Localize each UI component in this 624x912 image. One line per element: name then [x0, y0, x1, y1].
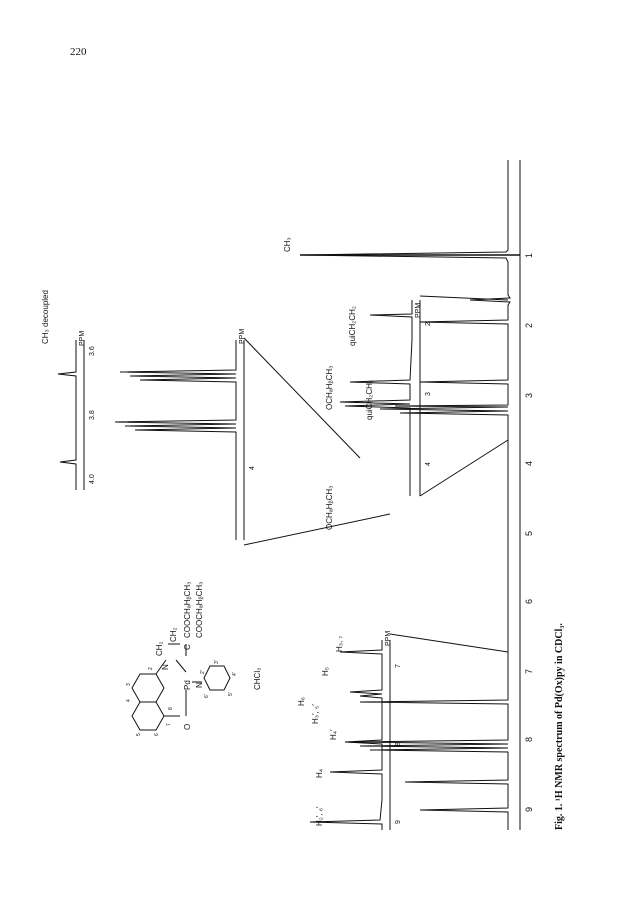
label-h4p: H₄′	[329, 729, 338, 740]
structure-n2: N	[195, 682, 204, 688]
ring-number-7: 7	[166, 723, 172, 726]
structure-n1: N	[161, 664, 170, 670]
structure-cooch-b: COOCHₐHᵦCH₃	[195, 582, 204, 638]
ring-number-6p: 6'	[204, 694, 210, 698]
inset-aliphatic-tick-2: 2	[425, 322, 432, 326]
zoom-line-4	[243, 513, 391, 546]
ppm-label-aliphatic: PPM	[415, 303, 422, 318]
inset-aromatic-tick-8: 8	[395, 742, 402, 746]
inset-aromatic-tick-9: 9	[395, 820, 402, 824]
label-h2p6p: H₂′, ₆′	[315, 806, 324, 826]
main-spectrum-trace	[299, 160, 511, 830]
ppm-label-aromatic: PPM	[385, 631, 392, 646]
label-qui-ch2-a: quiCH₂CH₂	[365, 380, 374, 420]
ring-number-5p: 5'	[228, 692, 234, 696]
ppm-label-decoupled: PPM	[79, 331, 86, 346]
label-h3-7: H₃, ₇	[335, 636, 344, 652]
label-och-b: OCHₐHᵦCH₃	[325, 486, 334, 530]
structure-cooch-a: COOCHₐHᵦCH₃	[183, 582, 192, 638]
label-qui-ch2-b: quiCH₂CH₂	[348, 306, 357, 346]
inset-aromatic-tick-7: 7	[395, 664, 402, 668]
label-h3p5p: H₃′, ₅′	[311, 704, 320, 724]
label-h4: H₄	[315, 769, 324, 778]
label-ch3-decoupled: CH₃ decoupled	[41, 290, 50, 344]
inset-aromatic-trace	[309, 640, 383, 830]
ring-number-6: 6	[154, 733, 160, 736]
structure-o: O	[183, 724, 192, 730]
ppm-label-methylene: PPM	[239, 329, 246, 344]
structure-ch2-a: CH₂	[155, 641, 164, 656]
structure-c: C	[183, 644, 192, 650]
ring-number-3: 3	[126, 683, 132, 686]
inset-aliphatic-trace	[339, 300, 413, 496]
main-tick-4: 4	[524, 461, 534, 466]
zoom-line-5	[389, 633, 509, 653]
ring-number-2p: 2'	[200, 670, 206, 674]
ring-number-2: 2	[148, 667, 154, 670]
label-och-a: OCHₐHᵦCH₃	[325, 366, 334, 410]
main-tick-7: 7	[524, 669, 534, 674]
inset-decoupled-tick-40: 4.0	[89, 474, 96, 484]
inset-decoupled-tick-36: 3.6	[89, 346, 96, 356]
main-tick-1: 1	[524, 253, 534, 258]
label-h6: H₆	[297, 697, 306, 706]
inset-aliphatic-tick-3: 3	[425, 392, 432, 396]
structure-pd: Pd	[183, 680, 192, 690]
label-h5: H₅	[321, 667, 330, 676]
main-tick-8: 8	[524, 737, 534, 742]
inset-decoupled-tick-38: 3.8	[89, 410, 96, 420]
main-tick-6: 6	[524, 599, 534, 604]
page-number: 220	[70, 46, 87, 58]
main-tick-5: 5	[524, 531, 534, 536]
inset-methylene-tick-4: 4	[249, 466, 256, 470]
main-tick-3: 3	[524, 393, 534, 398]
inset-methylene-trace	[114, 340, 237, 540]
ring-number-3p: 3'	[214, 660, 220, 664]
chemical-structure: N O Pd N C CH₂ CH₂ COOCHₐHᵦCH₃ COOCHₐHᵦC…	[126, 582, 238, 736]
ring-number-8: 8	[168, 707, 174, 710]
zoom-line-3	[243, 337, 361, 459]
label-chcl3: CHCl₃	[253, 668, 262, 690]
main-tick-9: 9	[524, 807, 534, 812]
ring-number-4: 4	[126, 699, 132, 702]
zoom-line-1	[419, 295, 509, 301]
figure-caption: Fig. 1. ¹H NMR spectrum of Pd(Ox)py in C…	[554, 623, 565, 830]
ring-number-4p: 4'	[232, 672, 238, 676]
ring-number-5: 5	[136, 733, 142, 736]
inset-decoupled-trace	[57, 340, 77, 490]
zoom-line-2	[419, 439, 509, 497]
structure-ch2-b: CH₂	[169, 627, 178, 642]
main-tick-2: 2	[524, 323, 534, 328]
label-ch3: CH₃	[283, 237, 292, 252]
inset-aliphatic-tick-4: 4	[425, 462, 432, 466]
